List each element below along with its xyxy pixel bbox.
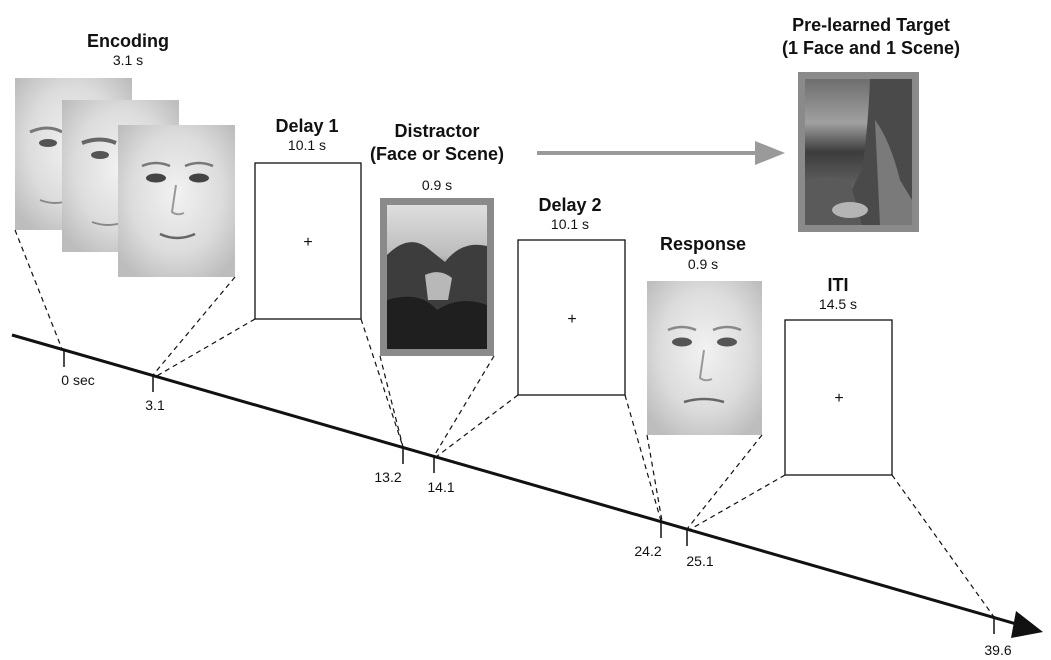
timeline-axis	[11, 333, 1043, 638]
distractor-title-line2: (Face or Scene)	[370, 144, 504, 164]
distractor-to-target-arrow	[537, 141, 785, 165]
iti-duration: 14.5 s	[819, 296, 857, 312]
connector-response-start	[646, 434, 663, 522]
delay2-title: Delay 2	[538, 195, 601, 215]
connector-iti-start	[688, 474, 786, 531]
connector-delay2-end	[624, 394, 662, 522]
delay2-duration: 10.1 s	[551, 216, 589, 232]
tick-label-3-1: 3.1	[145, 397, 165, 413]
target-scene-image	[798, 72, 919, 232]
tick-label-13-2: 13.2	[374, 469, 401, 485]
connector-distractor-end	[433, 355, 495, 457]
connector-encoding-start	[14, 229, 63, 350]
connector-response-end	[686, 434, 763, 530]
encoding-duration: 3.1 s	[113, 52, 143, 68]
tick-label-0: 0 sec	[61, 372, 94, 388]
connector-iti-end	[891, 474, 995, 618]
delay1-fixation-cross: +	[303, 234, 312, 251]
response-title: Response	[660, 234, 746, 254]
connector-delay2-start	[435, 394, 519, 458]
response-duration: 0.9 s	[688, 256, 718, 272]
tick-label-39-6: 39.6	[984, 642, 1011, 658]
connector-distractor-start	[379, 355, 404, 448]
response-face-image	[647, 281, 762, 435]
delay1-duration: 10.1 s	[288, 137, 326, 153]
distractor-title-line1: Distractor	[394, 121, 479, 141]
connector-encoding-end	[152, 276, 236, 376]
target-title-line2: (1 Face and 1 Scene)	[782, 38, 960, 58]
connector-delay1-end	[360, 318, 404, 448]
iti-title: ITI	[828, 275, 849, 295]
encoding-title: Encoding	[87, 31, 169, 51]
connector-delay1-start	[154, 318, 256, 378]
iti-frame	[784, 319, 893, 476]
distractor-scene-image	[380, 198, 494, 356]
delay1-title: Delay 1	[275, 116, 338, 136]
delay2-fixation-cross: +	[567, 311, 576, 328]
iti-fixation-cross: +	[834, 390, 843, 407]
delay1-frame	[254, 162, 362, 320]
tick-label-24-2: 24.2	[634, 543, 661, 559]
tick-label-25-1: 25.1	[686, 553, 713, 569]
encoding-face-3	[118, 125, 235, 277]
timeline-ticks	[63, 349, 995, 634]
tick-label-14-1: 14.1	[427, 479, 454, 495]
target-title-line1: Pre-learned Target	[792, 15, 950, 35]
delay2-frame	[517, 239, 626, 396]
dashed-connectors	[14, 229, 995, 618]
distractor-duration: 0.9 s	[422, 177, 452, 193]
